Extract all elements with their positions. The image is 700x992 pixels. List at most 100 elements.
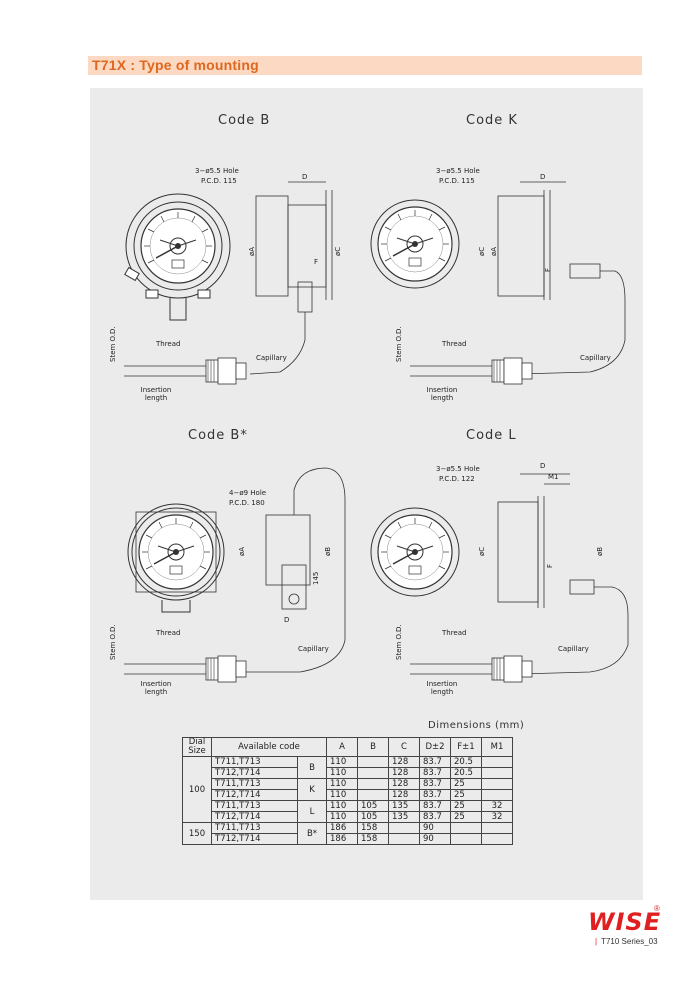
c-cell: 128 (388, 789, 420, 801)
code-l-capillary: Capillary (558, 645, 589, 653)
header-available-code: Available code (211, 737, 327, 757)
code-bstar-dim-b: øB (324, 546, 332, 556)
model-cell: T711,T713 (211, 778, 298, 790)
dimensions-caption: Dimensions (mm) (428, 720, 525, 731)
wise-logo: WISE (588, 908, 662, 936)
b-cell (357, 756, 389, 768)
c-cell: 128 (388, 756, 420, 768)
b-cell (357, 778, 389, 790)
m1-cell (481, 822, 513, 834)
code-k-hole-note: 3−ø5.5 Hole (436, 167, 480, 175)
code-bstar-dim-a: øA (238, 546, 246, 556)
code-l-dim-d: D (540, 462, 546, 470)
code-b-pcd-note: P.C.D. 115 (201, 177, 237, 185)
code-bstar-capillary: Capillary (298, 645, 329, 653)
b-cell (357, 767, 389, 779)
registered-mark: ® (654, 904, 660, 913)
c-cell (388, 822, 420, 834)
code-bstar-label: Code B* (188, 428, 248, 443)
model-cell: T711,T713 (211, 822, 298, 834)
a-cell: 186 (326, 833, 358, 845)
f-cell: 20.5 (450, 767, 482, 779)
b-cell: 158 (357, 833, 389, 845)
footer-series-label: T710 Series_03 (601, 937, 658, 946)
code-b-drawing (123, 181, 333, 385)
code-b-insertion: Insertion length (140, 386, 172, 402)
b-cell: 158 (357, 822, 389, 834)
c-cell: 135 (388, 800, 420, 812)
code-l-label: Code L (466, 428, 517, 443)
d-cell: 90 (419, 833, 451, 845)
m1-cell (481, 767, 513, 779)
model-cell: T711,T713 (211, 756, 298, 768)
code-b-capillary: Capillary (256, 354, 287, 362)
footer-divider-icon: | (595, 937, 598, 946)
code-k-dim-a: øA (490, 246, 498, 256)
a-cell: 110 (326, 789, 358, 801)
code-b-label: Code B (218, 113, 271, 128)
code-k-dim-d: D (540, 173, 546, 181)
f-cell: 25 (450, 789, 482, 801)
code-bstar-stem: Stem O.D. (109, 624, 117, 660)
code-k-capillary: Capillary (580, 354, 611, 362)
b-cell: 105 (357, 811, 389, 823)
code-b-stem: Stem O.D. (109, 326, 117, 362)
code-bstar-thread: Thread (156, 629, 181, 637)
model-cell: T712,T714 (211, 789, 298, 801)
code-k-insertion: Insertion length (426, 386, 458, 402)
a-cell: 110 (326, 767, 358, 779)
f-cell: 25 (450, 778, 482, 790)
code-bstar-insertion: Insertion length (140, 680, 172, 696)
code-cell: B* (297, 822, 327, 845)
m1-cell (481, 778, 513, 790)
f-cell: 20.5 (450, 756, 482, 768)
code-cell: B (297, 756, 327, 779)
table-row: T711,T713 K 110 128 83.7 25 (183, 778, 513, 801)
c-cell (388, 833, 420, 845)
m1-cell: 32 (481, 811, 513, 823)
code-bstar-pcd-note: P.C.D. 180 (229, 499, 265, 507)
code-bstar-drawing (123, 467, 346, 683)
a-cell: 186 (326, 822, 358, 834)
model-cell: T712,T714 (211, 767, 298, 779)
dial-size-cell: 150 (182, 822, 212, 845)
model-cell: T712,T714 (211, 833, 298, 845)
code-l-dim-b: øB (596, 546, 604, 556)
code-k-dim-c: øC (478, 246, 486, 256)
f-cell (450, 822, 482, 834)
code-l-dim-f: F (546, 563, 554, 568)
code-cell: K (297, 778, 327, 801)
code-b-dim-c: øC (334, 246, 342, 256)
code-cell: L (297, 800, 327, 823)
table-row: 150 T711,T713 B* 186 158 90 (182, 822, 513, 845)
table-row: T711,T713 L 110 105 135 83.7 25 32 (183, 800, 513, 823)
page-title: T71X : Type of mounting (92, 57, 259, 73)
d-cell: 83.7 (419, 767, 451, 779)
code-l-insertion: Insertion length (426, 680, 458, 696)
code-bstar-hole-note: 4−ø9 Hole (229, 489, 267, 497)
m1-cell (481, 833, 513, 845)
header-d: D±2 (419, 737, 451, 757)
code-l-hole-note: 3−ø5.5 Hole (436, 465, 480, 473)
code-k-thread: Thread (442, 340, 467, 348)
code-k-pcd-note: P.C.D. 115 (439, 177, 475, 185)
code-k-dim-f: F (544, 267, 552, 272)
m1-cell (481, 756, 513, 768)
table-row: T712,T714 110 128 83.7 20.5 (183, 767, 513, 779)
header-c: C (388, 737, 420, 757)
header-a: A (326, 737, 358, 757)
code-bstar-dim-145: 145 (312, 571, 320, 585)
b-cell (357, 789, 389, 801)
d-cell: 83.7 (419, 778, 451, 790)
code-bstar-dim-d: D (284, 616, 290, 624)
c-cell: 128 (388, 778, 420, 790)
m1-cell: 32 (481, 800, 513, 812)
section-title-bar: T71X : Type of mounting (88, 56, 642, 75)
code-k-label: Code K (466, 113, 518, 128)
f-cell: 25 (450, 800, 482, 812)
code-b-thread: Thread (156, 340, 181, 348)
table-row: T712,T714 110 105 135 83.7 25 32 (183, 811, 513, 823)
code-b-dim-d: D (302, 173, 308, 181)
code-l-drawing (370, 473, 629, 683)
